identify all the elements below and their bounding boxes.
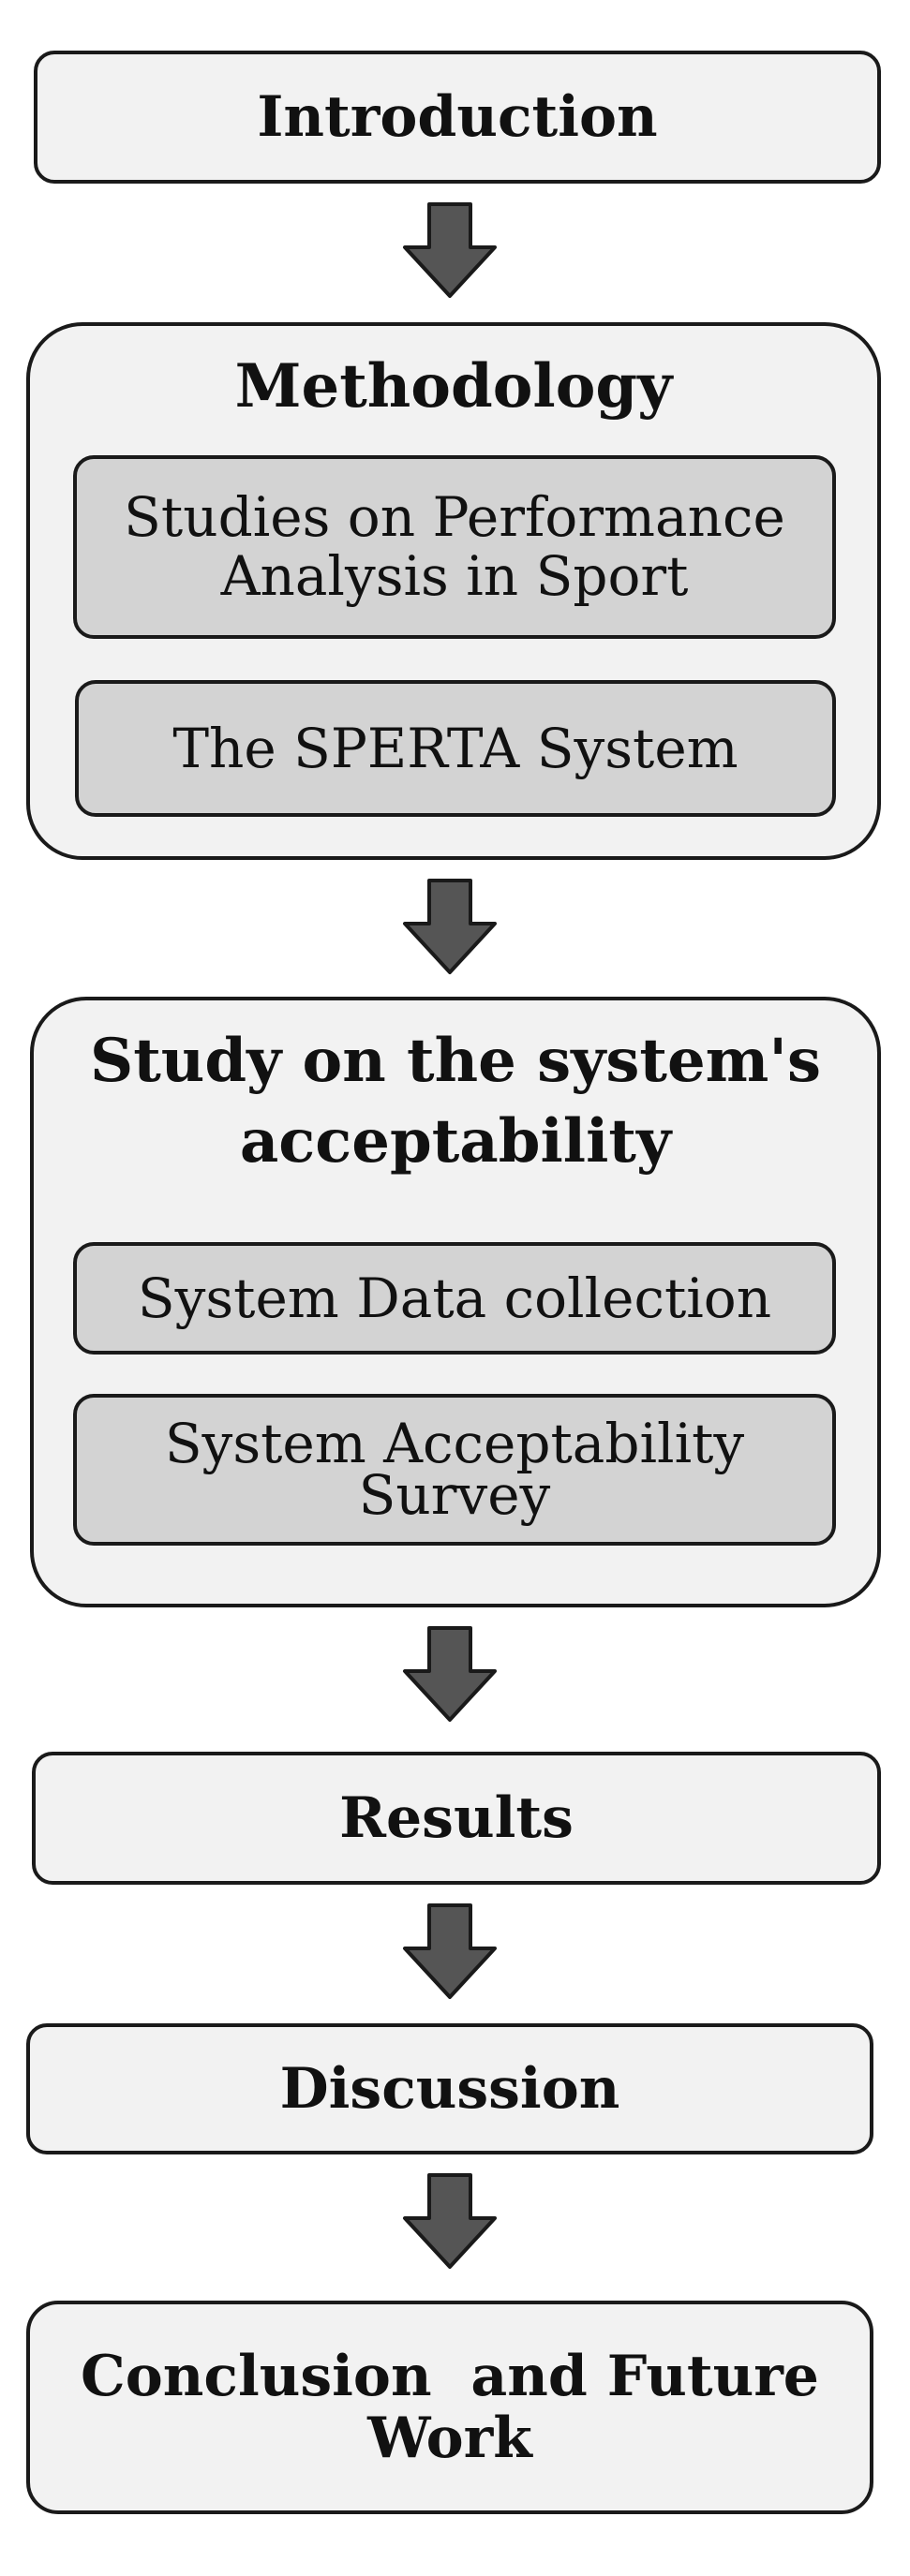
down-arrow-icon (401, 879, 499, 976)
conclusion-box: Conclusion and Future Work (26, 2301, 873, 2514)
acceptability-item-label: System Acceptability Survey (164, 1411, 745, 1527)
acceptability-item-survey: System Acceptability Survey (73, 1394, 836, 1546)
down-arrow-icon (401, 1626, 499, 1724)
acceptability-title: Study on the system's acceptability (90, 1026, 821, 1177)
introduction-label: Introduction (257, 84, 658, 150)
down-arrow-icon (401, 202, 499, 300)
discussion-box: Discussion (26, 2023, 873, 2154)
results-label: Results (339, 1785, 574, 1851)
down-arrow-icon (401, 1903, 499, 2001)
methodology-group: Methodology Studies on Performance Analy… (26, 322, 881, 860)
methodology-item-label: Studies on Performance Analysis in Sport (124, 485, 785, 608)
methodology-item-studies: Studies on Performance Analysis in Sport (73, 455, 836, 639)
methodology-item-label: The SPERTA System (172, 716, 738, 780)
acceptability-item-data-collection: System Data collection (73, 1242, 836, 1355)
discussion-label: Discussion (279, 2056, 620, 2122)
conclusion-label: Conclusion and Future Work (81, 2344, 839, 2471)
results-box: Results (32, 1752, 881, 1885)
acceptability-item-label: System Data collection (137, 1266, 772, 1330)
methodology-item-sperta: The SPERTA System (75, 680, 836, 817)
introduction-box: Introduction (34, 51, 881, 184)
methodology-title: Methodology (234, 351, 673, 422)
down-arrow-icon (401, 2173, 499, 2271)
acceptability-group: Study on the system's acceptability Syst… (30, 997, 881, 1607)
